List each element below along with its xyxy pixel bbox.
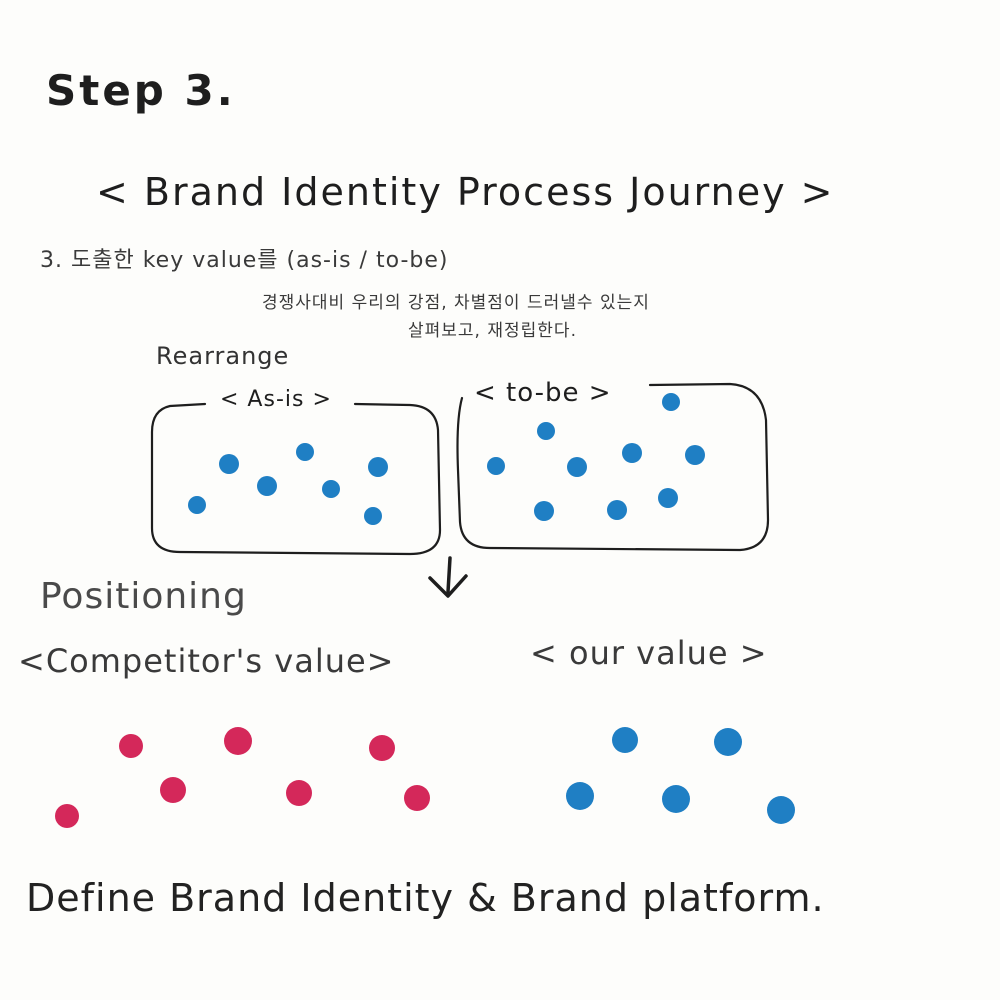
positioning-label: Positioning — [40, 576, 247, 617]
competitor-value-label: <Competitor's value> — [18, 642, 395, 680]
note-line-3: 살펴보고, 재정립한다. — [408, 321, 577, 341]
our-dots — [566, 727, 795, 824]
tobe-dot — [567, 457, 587, 477]
tobe-dot — [537, 422, 555, 440]
asis-dot — [322, 480, 340, 498]
tobe-dot — [658, 488, 678, 508]
rearrange-label: Rearrange — [156, 342, 290, 370]
competitor-dot — [224, 727, 252, 755]
competitor-dot — [160, 777, 186, 803]
asis-dot — [296, 443, 314, 461]
asis-dots — [188, 443, 388, 525]
tobe-box — [456, 382, 770, 552]
tobe-dot — [662, 393, 680, 411]
asis-dot — [364, 507, 382, 525]
tobe-dot — [622, 443, 642, 463]
note-line-1: 3. 도출한 key value를 (as-is / to-be) — [40, 248, 449, 273]
asis-dot — [219, 454, 239, 474]
competitor-dot — [369, 735, 395, 761]
our-dot — [767, 796, 795, 824]
competitor-dot — [286, 780, 312, 806]
competitor-dot — [404, 785, 430, 811]
asis-dot — [368, 457, 388, 477]
asis-box — [150, 402, 442, 556]
tobe-dots — [487, 393, 705, 521]
tobe-dot — [487, 457, 505, 475]
asis-label: < As-is > — [216, 387, 336, 412]
tobe-dot — [685, 445, 705, 465]
our-dot — [566, 782, 594, 810]
define-brand-identity-label: Define Brand Identity & Brand platform. — [26, 876, 825, 920]
asis-dot — [188, 496, 206, 514]
our-dot — [714, 728, 742, 756]
tobe-label: < to-be > — [470, 378, 616, 408]
asis-dot — [257, 476, 277, 496]
our-value-label: < our value > — [530, 634, 768, 672]
step-title: Step 3. — [46, 66, 236, 115]
tobe-dot — [607, 500, 627, 520]
note-line-2: 경쟁사대비 우리의 강점, 차별점이 드러낼수 있는지 — [262, 293, 650, 313]
competitor-dot — [119, 734, 143, 758]
our-dot — [612, 727, 638, 753]
process-title: < Brand Identity Process Journey > — [96, 170, 835, 214]
tobe-dot — [534, 501, 554, 521]
competitor-dots — [55, 727, 430, 828]
our-dot — [662, 785, 690, 813]
competitor-dot — [55, 804, 79, 828]
down-arrow-icon — [428, 556, 468, 598]
